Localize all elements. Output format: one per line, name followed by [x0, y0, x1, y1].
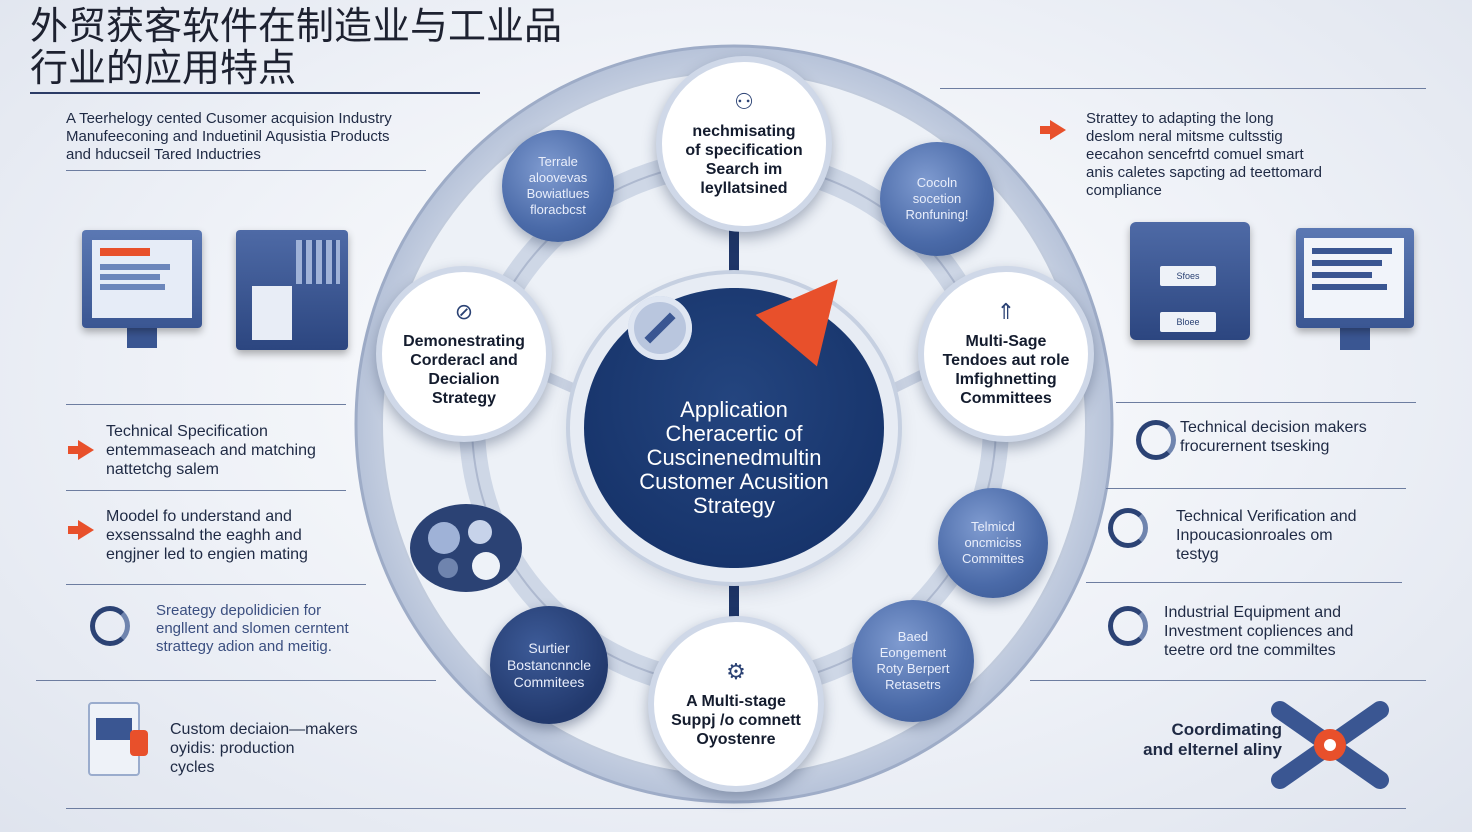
gear-icon [1270, 700, 1390, 795]
node-bottom-right[interactable]: Baed Eongement Roty Berpert Retasetrs [852, 600, 974, 722]
left-item-3: Sreategy depolidicien for engllent and s… [156, 602, 349, 655]
node-right-middle[interactable]: Telmicd oncmiciss Committes [938, 488, 1048, 598]
right-rule-4 [1030, 680, 1426, 681]
node-left-label: Demonestrating Corderacl and Decialion S… [403, 333, 525, 407]
monitor-icon [82, 230, 202, 348]
node-bottom[interactable]: ⚙ A Multi-stage Suppj /o comnett Oyosten… [648, 616, 824, 792]
node-right-label: Multi-Sage Tendoes aut role Imfighnettin… [942, 333, 1070, 407]
shield-icon [628, 296, 692, 360]
title-underline [30, 92, 480, 94]
left-intro: A Teerhelogy cented Cusomer acquision In… [66, 110, 392, 163]
node-right-middle-label: Telmicd oncmiciss Committes [961, 519, 1025, 566]
rocket-icon: ⇑ [996, 299, 1016, 324]
arrow-icon [68, 520, 94, 540]
document-icon [88, 702, 148, 776]
left-rule-2 [66, 490, 346, 491]
server-icon [236, 230, 348, 350]
left-item-2: Moodel fo understand and exsenssalnd the… [106, 508, 308, 563]
node-bottom-left-label: Surtier Bostancnncle Commitees [506, 639, 592, 690]
right-item-1: Technical decision makers frocurernent t… [1180, 419, 1367, 455]
bottom-rule [66, 808, 1406, 809]
node-bottom-label: A Multi-stage Suppj /o comnett Oyostenre [671, 692, 801, 748]
left-item-4: Custom deciaion—makers oyidis: productio… [170, 721, 358, 776]
node-upper-right-label: Cocoln socetion Ronfuning! [905, 175, 969, 222]
monitor-icon [1296, 228, 1414, 350]
left-item-1: Technical Specification entemmaseach and… [106, 423, 316, 478]
right-rule-1 [1116, 402, 1416, 403]
cycle-icon [1136, 420, 1176, 460]
shield-icon: ⊘ [454, 299, 474, 324]
page-title: 外贸获客软件在制造业与工业品 行业的应用特点 [30, 6, 563, 90]
left-rule-3 [66, 584, 366, 585]
node-upper-left-label: Terrale aloovevas Bowiatlues floracbcst [526, 154, 590, 217]
node-upper-right[interactable]: Cocoln socetion Ronfuning! [880, 142, 994, 256]
node-upper-left[interactable]: Terrale aloovevas Bowiatlues floracbcst [502, 130, 614, 242]
node-top-label: nechmisating of specification Search im … [685, 123, 803, 197]
left-rule-1 [66, 404, 346, 405]
server-label: Bloee [1160, 312, 1216, 332]
center-label: Application Cheracertic of Cuscinenedmul… [639, 397, 829, 518]
node-bottom-right-label: Baed Eongement Roty Berpert Retasetrs [876, 629, 950, 692]
right-rule-2 [1106, 488, 1406, 489]
right-top-rule [940, 88, 1426, 89]
cycle-icon [90, 606, 130, 646]
right-intro: Strattey to adapting the long deslom ner… [1086, 110, 1322, 199]
node-top[interactable]: ⚇ nechmisating of specification Search i… [656, 56, 832, 232]
node-bottom-left[interactable]: Surtier Bostancnncle Commitees [490, 606, 608, 724]
gear-icon: ⚙ [726, 658, 746, 684]
right-item-4: Coordimating and elternel aliny [1143, 720, 1282, 759]
center-hub: Application Cheracertic of Cuscinenedmul… [584, 288, 884, 568]
node-left[interactable]: ⊘ Demonestrating Corderacl and Decialion… [376, 266, 552, 442]
left-intro-rule [66, 170, 426, 171]
cycle-icon [1108, 606, 1148, 646]
server-icon: Sfoes Bloee [1130, 222, 1250, 340]
arrow-icon [68, 440, 94, 460]
person-icon: ⚇ [734, 89, 754, 114]
arrow-icon [1040, 120, 1066, 140]
right-item-3: Industrial Equipment and Investment copl… [1164, 604, 1354, 659]
right-rule-3 [1086, 582, 1402, 583]
left-rule-4 [36, 680, 436, 681]
server-label: Sfoes [1160, 266, 1216, 286]
cycle-icon [1108, 508, 1148, 548]
gear-cluster-icon [408, 502, 524, 594]
node-right[interactable]: ⇑ Multi-Sage Tendoes aut role Imfighnett… [918, 266, 1094, 442]
right-item-2: Technical Verification and Inpoucasionro… [1176, 508, 1357, 563]
